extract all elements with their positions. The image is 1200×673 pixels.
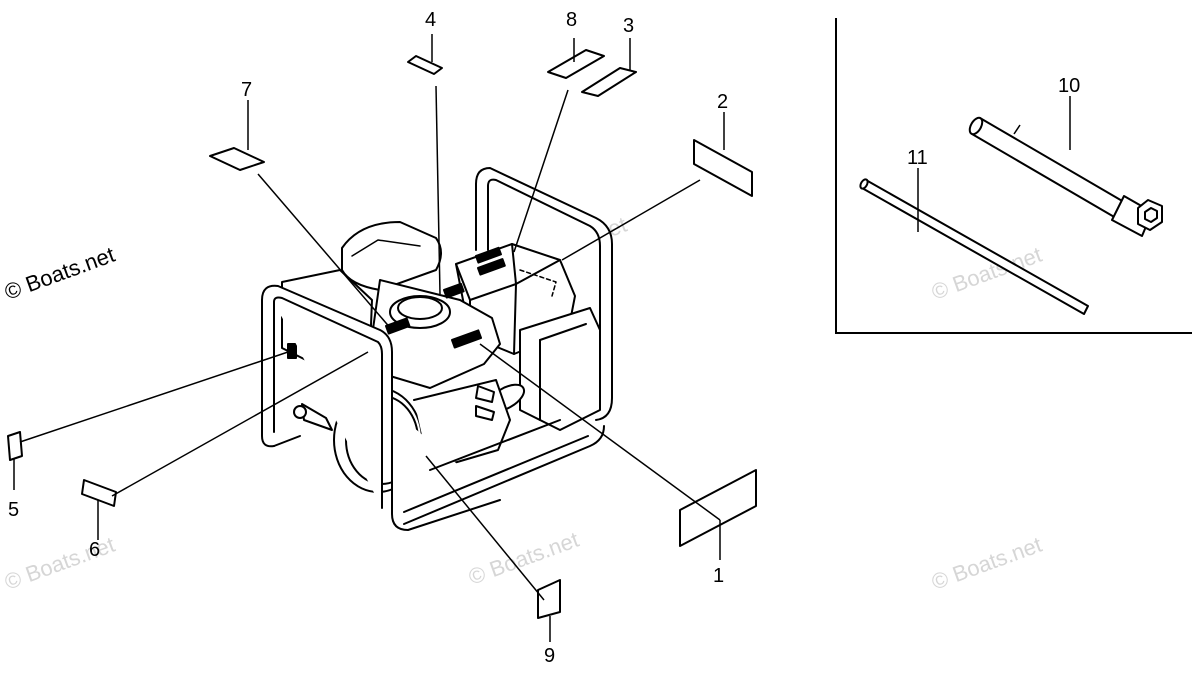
callout-2: 2	[717, 91, 728, 113]
watermark-faint-2: © Boats.net	[465, 527, 582, 590]
callout-6: 6	[89, 539, 100, 561]
callout-10: 10	[1058, 75, 1080, 97]
part-10-plug-wrench	[968, 116, 1163, 237]
label-part-2	[693, 139, 753, 197]
callout-7: 7	[241, 79, 252, 101]
callout-4: 4	[425, 9, 436, 31]
label-part-7	[209, 147, 265, 171]
label-part-8	[547, 49, 605, 79]
label-part-4	[407, 55, 443, 75]
generator-assembly	[261, 167, 613, 531]
label-part-1	[679, 469, 757, 547]
label-part-5	[7, 431, 23, 461]
callout-5: 5	[8, 499, 19, 521]
label-part-3	[581, 67, 637, 97]
callout-3: 3	[623, 15, 634, 37]
watermark-main: © Boats.net	[1, 242, 118, 305]
accessory-inset-frame	[835, 18, 1192, 334]
watermark-faint-1: © Boats.net	[1, 532, 118, 595]
part-11-tommy-bar	[859, 178, 1089, 315]
label-part-6	[81, 479, 117, 507]
watermark-faint-4: © Boats.net	[928, 532, 1045, 595]
callout-8: 8	[566, 9, 577, 31]
leader-lines	[13, 34, 1071, 642]
callout-9: 9	[544, 645, 555, 667]
label-part-9	[537, 579, 561, 619]
callout-11: 11	[907, 147, 928, 169]
callout-1: 1	[713, 565, 724, 587]
